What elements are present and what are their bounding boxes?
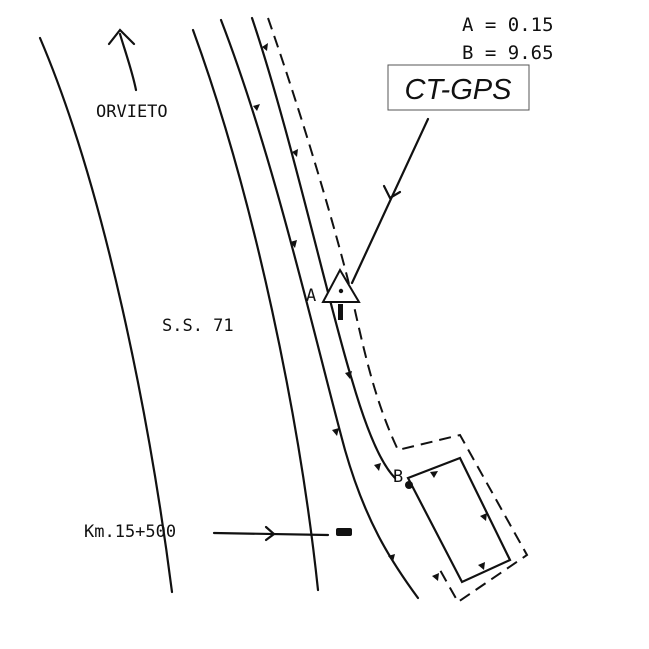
point-a-label: A <box>306 286 316 306</box>
tick <box>292 149 298 157</box>
point-b-dot <box>405 481 413 489</box>
tick <box>345 371 352 379</box>
tick <box>388 554 395 562</box>
road-edge-center-right <box>219 18 420 600</box>
tick <box>332 428 339 436</box>
road-label: S.S. 71 <box>162 316 234 336</box>
direction-label: ORVIETO <box>96 102 168 122</box>
tick <box>480 513 487 521</box>
tick <box>253 104 260 111</box>
station-pointer <box>350 117 430 285</box>
enclosure-rectangle <box>406 456 512 584</box>
tick <box>430 471 438 478</box>
road-edge-left <box>38 36 174 594</box>
point-b-label: B <box>393 467 403 487</box>
tick <box>432 573 439 581</box>
road-edge-right <box>250 16 397 480</box>
tick <box>290 240 297 248</box>
station-label: CT-GPS <box>405 74 513 106</box>
arrow-right-icon <box>212 525 330 542</box>
road-edge-center-left <box>191 28 320 592</box>
station-label-box <box>387 64 530 111</box>
legend-b: B = 9.65 <box>462 42 554 64</box>
point-a-mark <box>338 304 343 320</box>
dashed-boundary <box>267 17 529 604</box>
kilometre-label: Km.15+500 <box>84 522 176 542</box>
legend-a: A = 0.15 <box>462 14 554 36</box>
triangle-benchmark-icon <box>321 267 361 303</box>
tick <box>478 562 485 570</box>
arrow-up-icon <box>107 28 138 92</box>
tick <box>374 463 381 471</box>
road-ticks <box>253 43 487 581</box>
km-marker-block <box>336 528 352 536</box>
tick <box>262 43 268 51</box>
